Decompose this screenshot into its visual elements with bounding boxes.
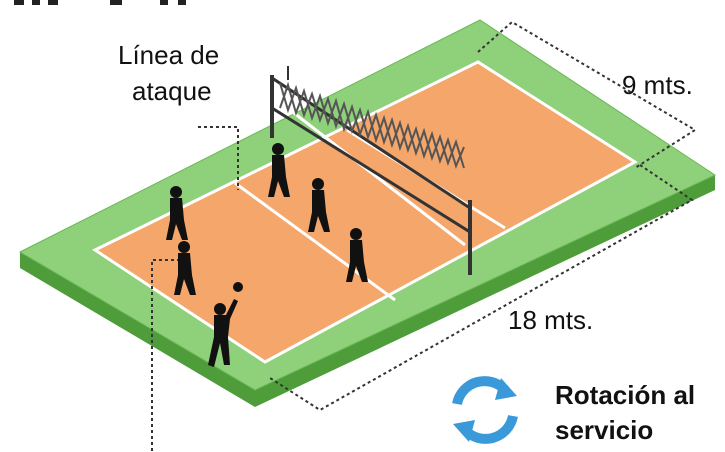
cropped-heading-fragment (14, 0, 186, 5)
player-server (208, 299, 238, 367)
players (166, 143, 368, 367)
net (270, 66, 472, 275)
player-3 (346, 228, 368, 282)
attack-line-leader (198, 126, 239, 190)
width-dimension (477, 20, 697, 169)
player-1 (268, 143, 290, 197)
court-width-label: 9 mts. (622, 70, 693, 100)
attack-line-label-line2: ataque (132, 76, 212, 106)
center-line (289, 108, 466, 247)
attack-line-near (234, 181, 396, 302)
length-dimension (269, 164, 694, 412)
player-4 (166, 186, 188, 240)
rotation-leader (151, 259, 180, 452)
rotation-label-line2: servicio (555, 415, 654, 445)
ball-icon (233, 282, 243, 292)
attack-line-label-line1: Línea de (118, 40, 220, 70)
court-length-label: 18 mts. (508, 305, 594, 335)
player-2 (308, 178, 330, 232)
player-5 (174, 241, 196, 295)
rotate-arrows-icon (452, 376, 518, 444)
rotation-label-line1: Rotación al (555, 380, 696, 410)
